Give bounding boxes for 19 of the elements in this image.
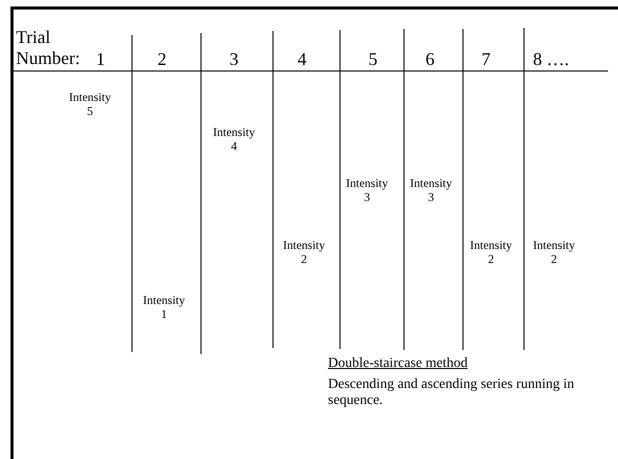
intensity-label: Intensity 1 xyxy=(142,294,186,322)
intensity-label: Intensity 3 xyxy=(409,177,453,205)
trial-number: 2 xyxy=(156,49,168,70)
trial-number: 8 …. xyxy=(533,49,570,70)
trial-number: 7 xyxy=(480,49,492,70)
intensity-label: Intensity 3 xyxy=(345,177,389,205)
intensity-label: Intensity 2 xyxy=(469,239,513,267)
intensity-label: Intensity 2 xyxy=(532,239,576,267)
trial-number: 1 xyxy=(96,49,106,70)
intensity-label: Intensity 2 xyxy=(282,239,326,267)
intensity-label: Intensity 4 xyxy=(212,126,256,154)
trial-number: 6 xyxy=(424,49,436,70)
trial-number: 3 xyxy=(228,49,240,70)
axis-label: Trial Number: xyxy=(16,27,81,68)
trial-number: 5 xyxy=(368,49,378,70)
intensity-label: Intensity 5 xyxy=(68,91,112,119)
trial-number: 4 xyxy=(296,49,308,70)
method-description: Descending and ascending series running in sequence. xyxy=(328,377,576,410)
method-heading: Double-staircase method xyxy=(328,356,468,372)
